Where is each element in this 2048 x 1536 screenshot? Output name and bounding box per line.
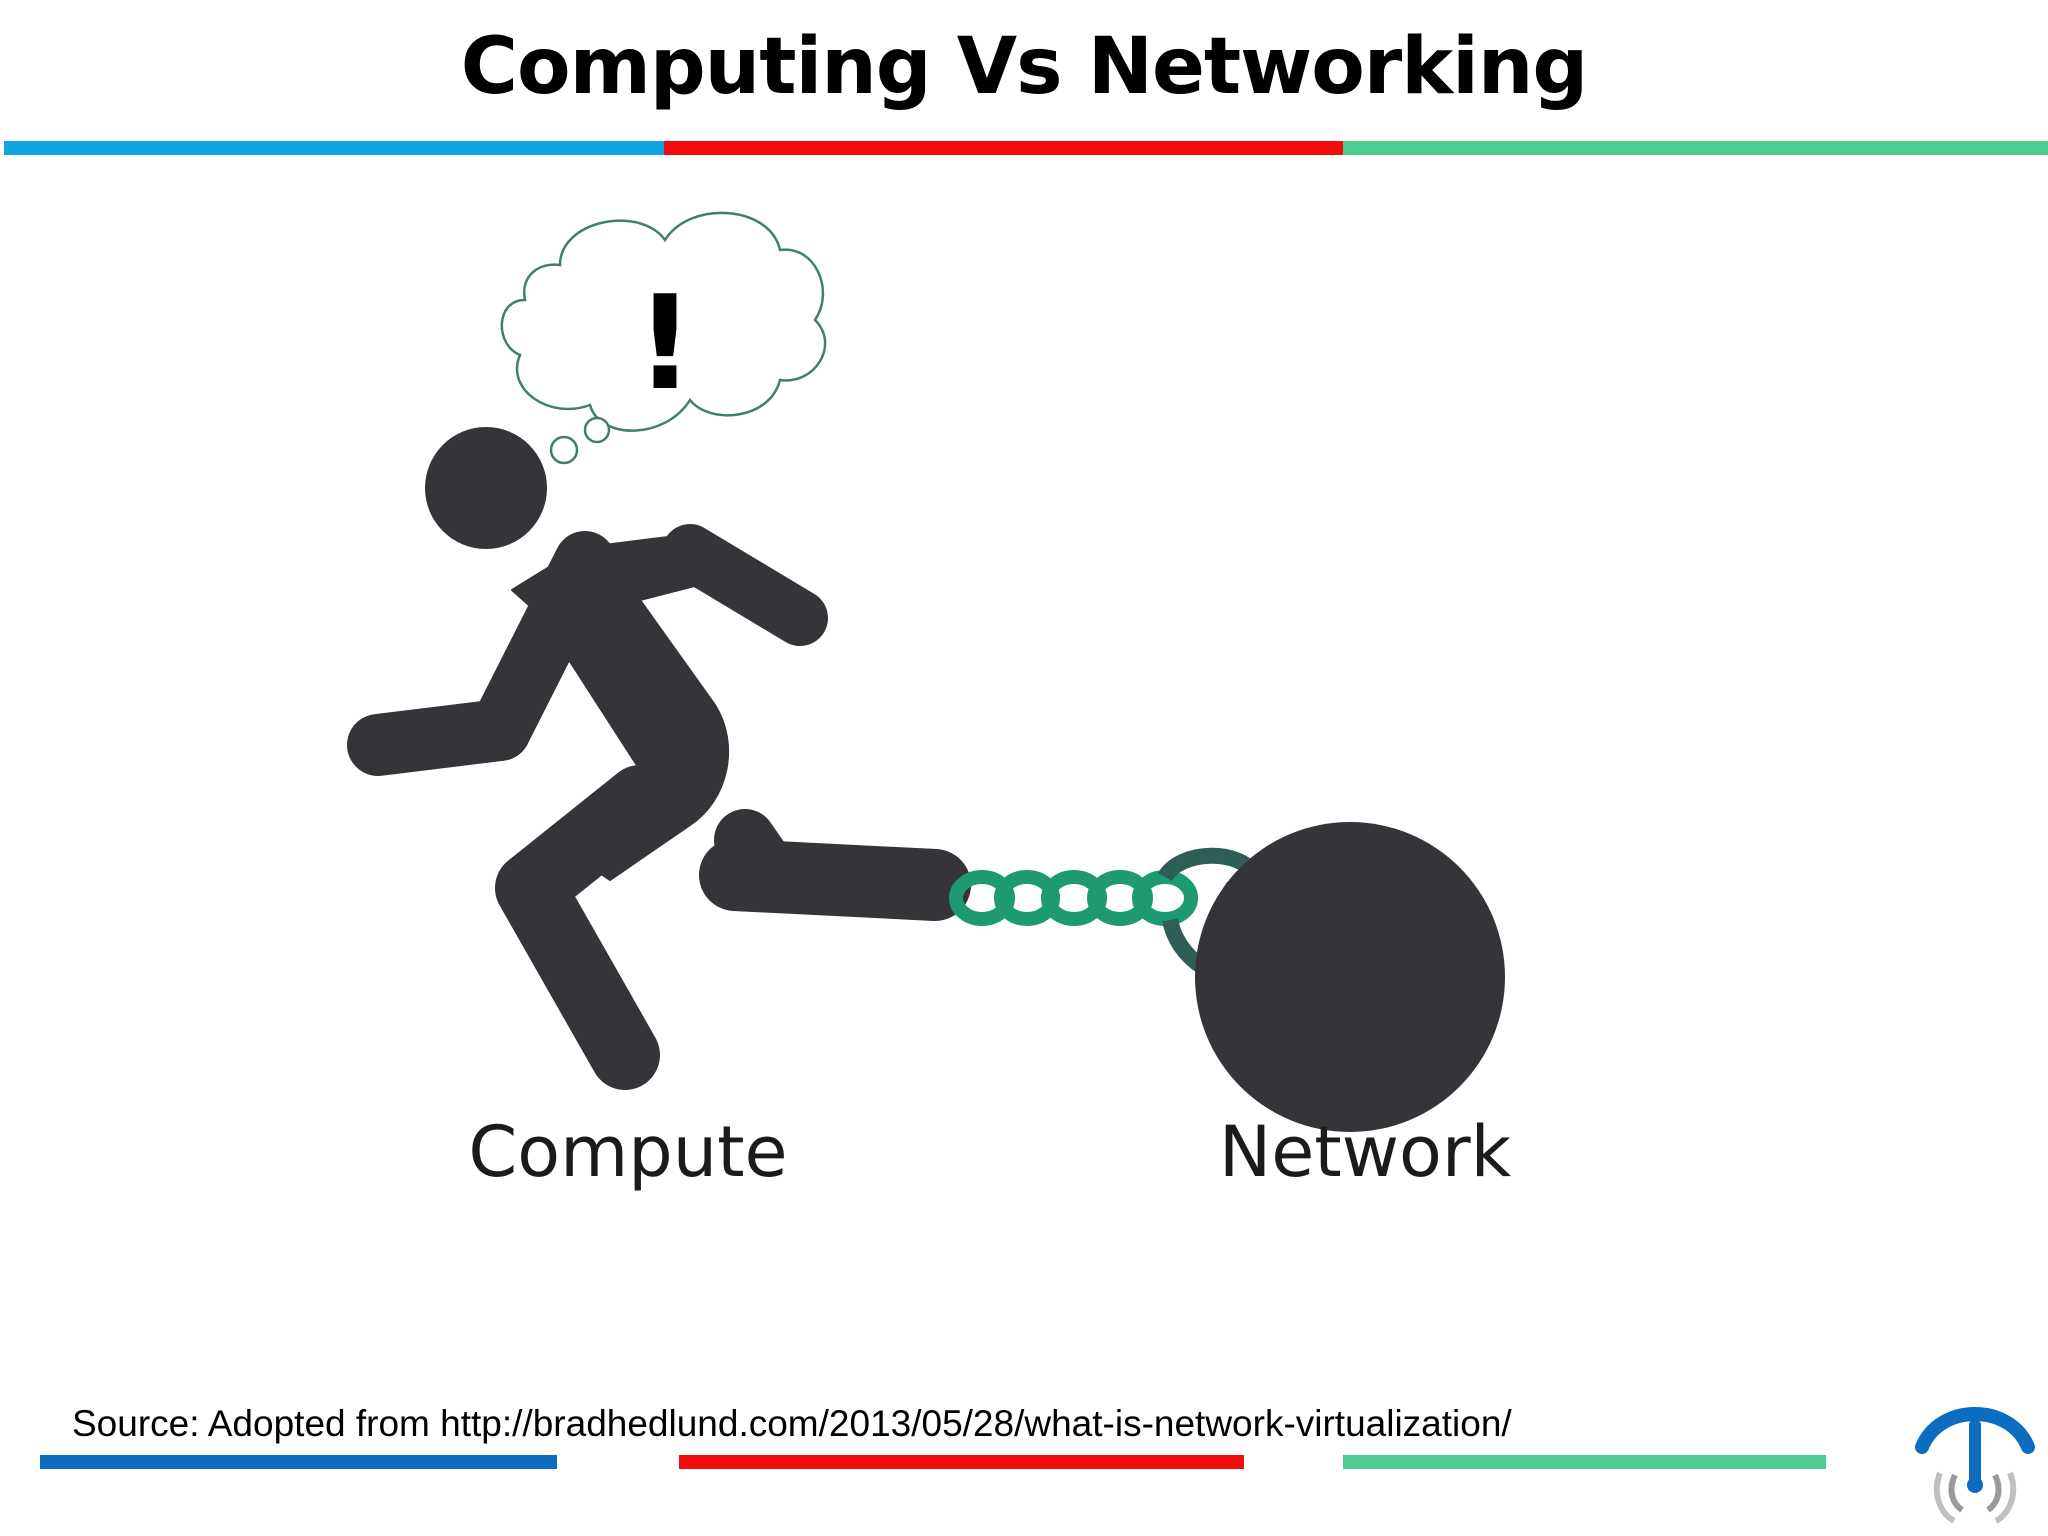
- ball-weight-icon: [1195, 822, 1505, 1132]
- source-citation: Source: Adopted from http://bradhedlund.…: [72, 1403, 1512, 1444]
- bottom-divider-red: [679, 1455, 1244, 1469]
- bottom-divider-green: [1343, 1455, 1826, 1469]
- slide-title: Computing Vs Networking: [460, 22, 1589, 112]
- compute-label: Compute: [468, 1111, 787, 1193]
- running-person-icon: [347, 427, 971, 1090]
- compute-network-diagram: !: [347, 211, 1512, 1193]
- exclamation-mark: !: [635, 267, 694, 419]
- top-divider-blue: [4, 141, 664, 155]
- network-label: Network: [1219, 1111, 1512, 1193]
- logo-icon: [1915, 1407, 2035, 1524]
- top-divider-green: [1343, 141, 2048, 155]
- thought-cloud-icon: !: [500, 211, 827, 465]
- bottom-divider-blue: [40, 1455, 557, 1469]
- top-divider-red: [664, 141, 1343, 155]
